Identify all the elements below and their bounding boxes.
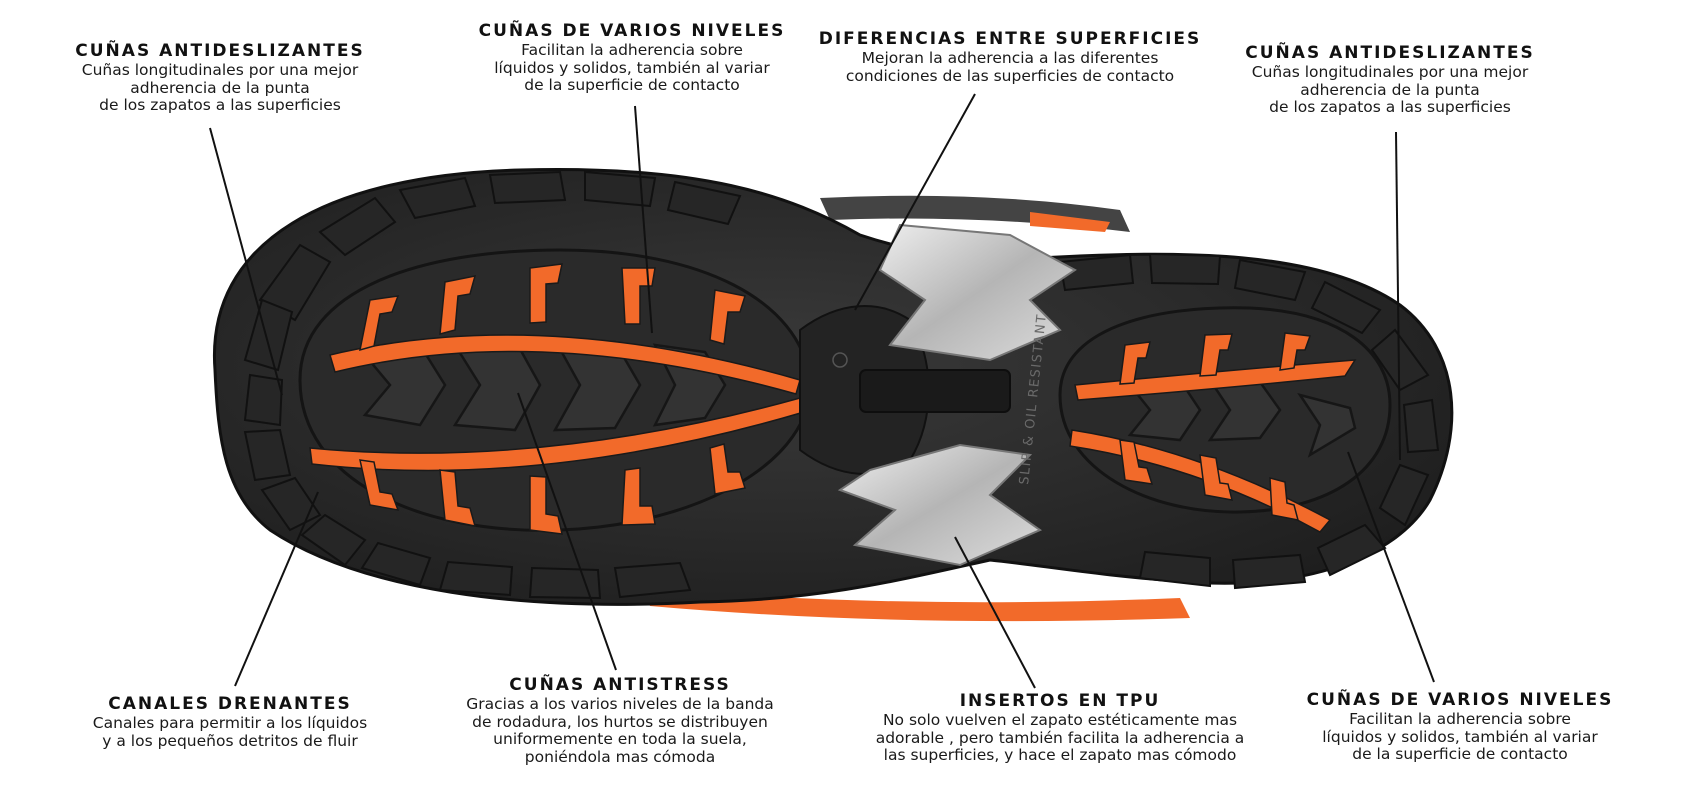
leader-line-bottom-center-left [517,392,617,671]
callout-top-center-left: CUÑAS DE VARIOS NIVELES Facilitan la adh… [432,20,832,95]
leader-line-top-right [1395,131,1401,461]
callout-title: CUÑAS ANTISTRESS [509,675,731,695]
front-orange-treads [309,263,805,535]
leader-line-bottom-right [1347,451,1435,683]
callout-bottom-left: CANALES DRENANTES Canales para permitir … [50,693,410,750]
arch-waist [799,305,1011,475]
callout-title: CUÑAS DE VARIOS NIVELES [1306,690,1614,710]
callout-description: Gracias a los varios niveles de la banda… [466,695,774,766]
callout-title: INSERTOS EN TPU [959,691,1161,711]
callout-title: CUÑAS DE VARIOS NIVELES [478,21,786,41]
heel-orange-treads [1069,332,1357,533]
leader-line-top-left [209,127,283,396]
callout-bottom-center-left: CUÑAS ANTISTRESS Gracias a los varios ni… [420,674,820,766]
callout-top-center-right: DIFERENCIAS ENTRE SUPERFICIES Mejoran la… [800,28,1220,85]
callout-bottom-center-right: INSERTOS EN TPU No solo vuelven el zapat… [840,690,1280,765]
callout-description: Cuñas longitudinales por una mejor adher… [81,61,359,114]
callout-description: Mejoran la adherencia a las diferentes c… [845,49,1175,85]
callout-description: Facilitan la adherencia sobre líquidos y… [1322,710,1598,763]
callout-bottom-right: CUÑAS DE VARIOS NIVELES Facilitan la adh… [1270,689,1650,764]
leader-line-bottom-left [234,491,319,687]
callout-description: Canales para permitir a los líquidos y a… [92,714,368,750]
heel-outer-lugs [1058,252,1440,590]
callout-title: CANALES DRENANTES [108,694,352,714]
leader-line-top-center-left [634,105,653,334]
callout-description: Facilitan la adherencia sobre líquidos y… [494,41,770,94]
callout-description: Cuñas longitudinales por una mejor adher… [1251,63,1529,116]
leader-line-top-center-right [854,93,976,311]
callout-description: No solo vuelven el zapato estéticamente … [875,711,1245,764]
callout-top-right: CUÑAS ANTIDESLIZANTES Cuñas longitudinal… [1210,42,1570,117]
callout-title: CUÑAS ANTIDESLIZANTES [75,41,365,61]
shoe-upper [640,195,1190,622]
callout-title: CUÑAS ANTIDESLIZANTES [1245,43,1535,63]
callout-title: DIFERENCIAS ENTRE SUPERFICIES [818,29,1202,49]
leader-lines [209,93,1435,689]
callout-top-left: CUÑAS ANTIDESLIZANTES Cuñas longitudinal… [40,40,400,115]
tpu-inserts [837,223,1077,567]
heel-chevrons [1127,378,1357,458]
leader-line-bottom-center-right [954,536,1036,689]
front-outer-lugs [243,170,742,600]
